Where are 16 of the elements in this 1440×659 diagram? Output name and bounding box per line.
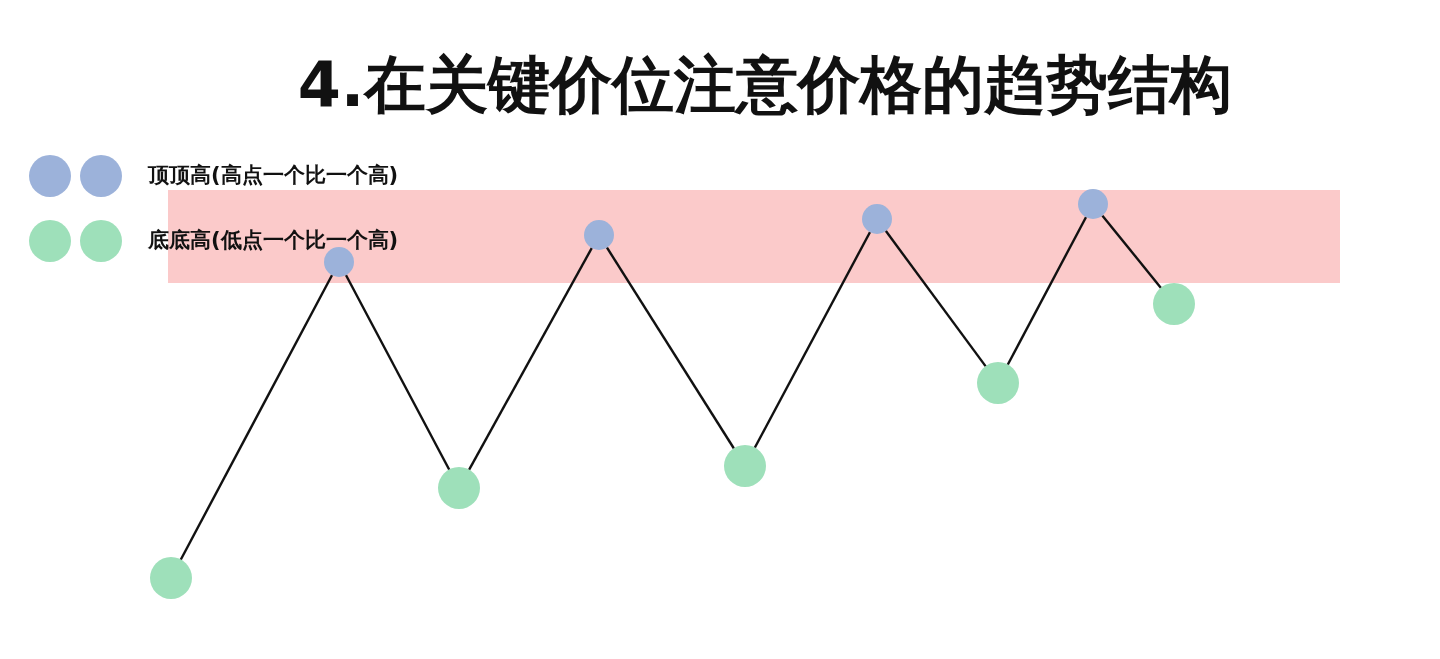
legend-label: 顶顶高(高点一个比一个高) <box>148 162 399 189</box>
title: 4.在关键价位注意价格的趋势结构 <box>296 47 1234 123</box>
dot-marker <box>150 557 192 599</box>
trend-line <box>1006 216 1088 365</box>
trend-line <box>606 247 735 449</box>
dot-marker <box>977 362 1019 404</box>
trend-line <box>468 247 593 471</box>
legend-label: 底底高(低点一个比一个高) <box>148 227 399 254</box>
dot-marker <box>724 445 766 487</box>
dot-marker <box>438 467 480 509</box>
trend-line <box>344 274 451 470</box>
trend-line <box>884 230 987 367</box>
trend-line <box>753 231 871 449</box>
trend-line <box>1101 214 1162 289</box>
trend-line <box>179 274 334 561</box>
dot-marker <box>1153 283 1195 325</box>
